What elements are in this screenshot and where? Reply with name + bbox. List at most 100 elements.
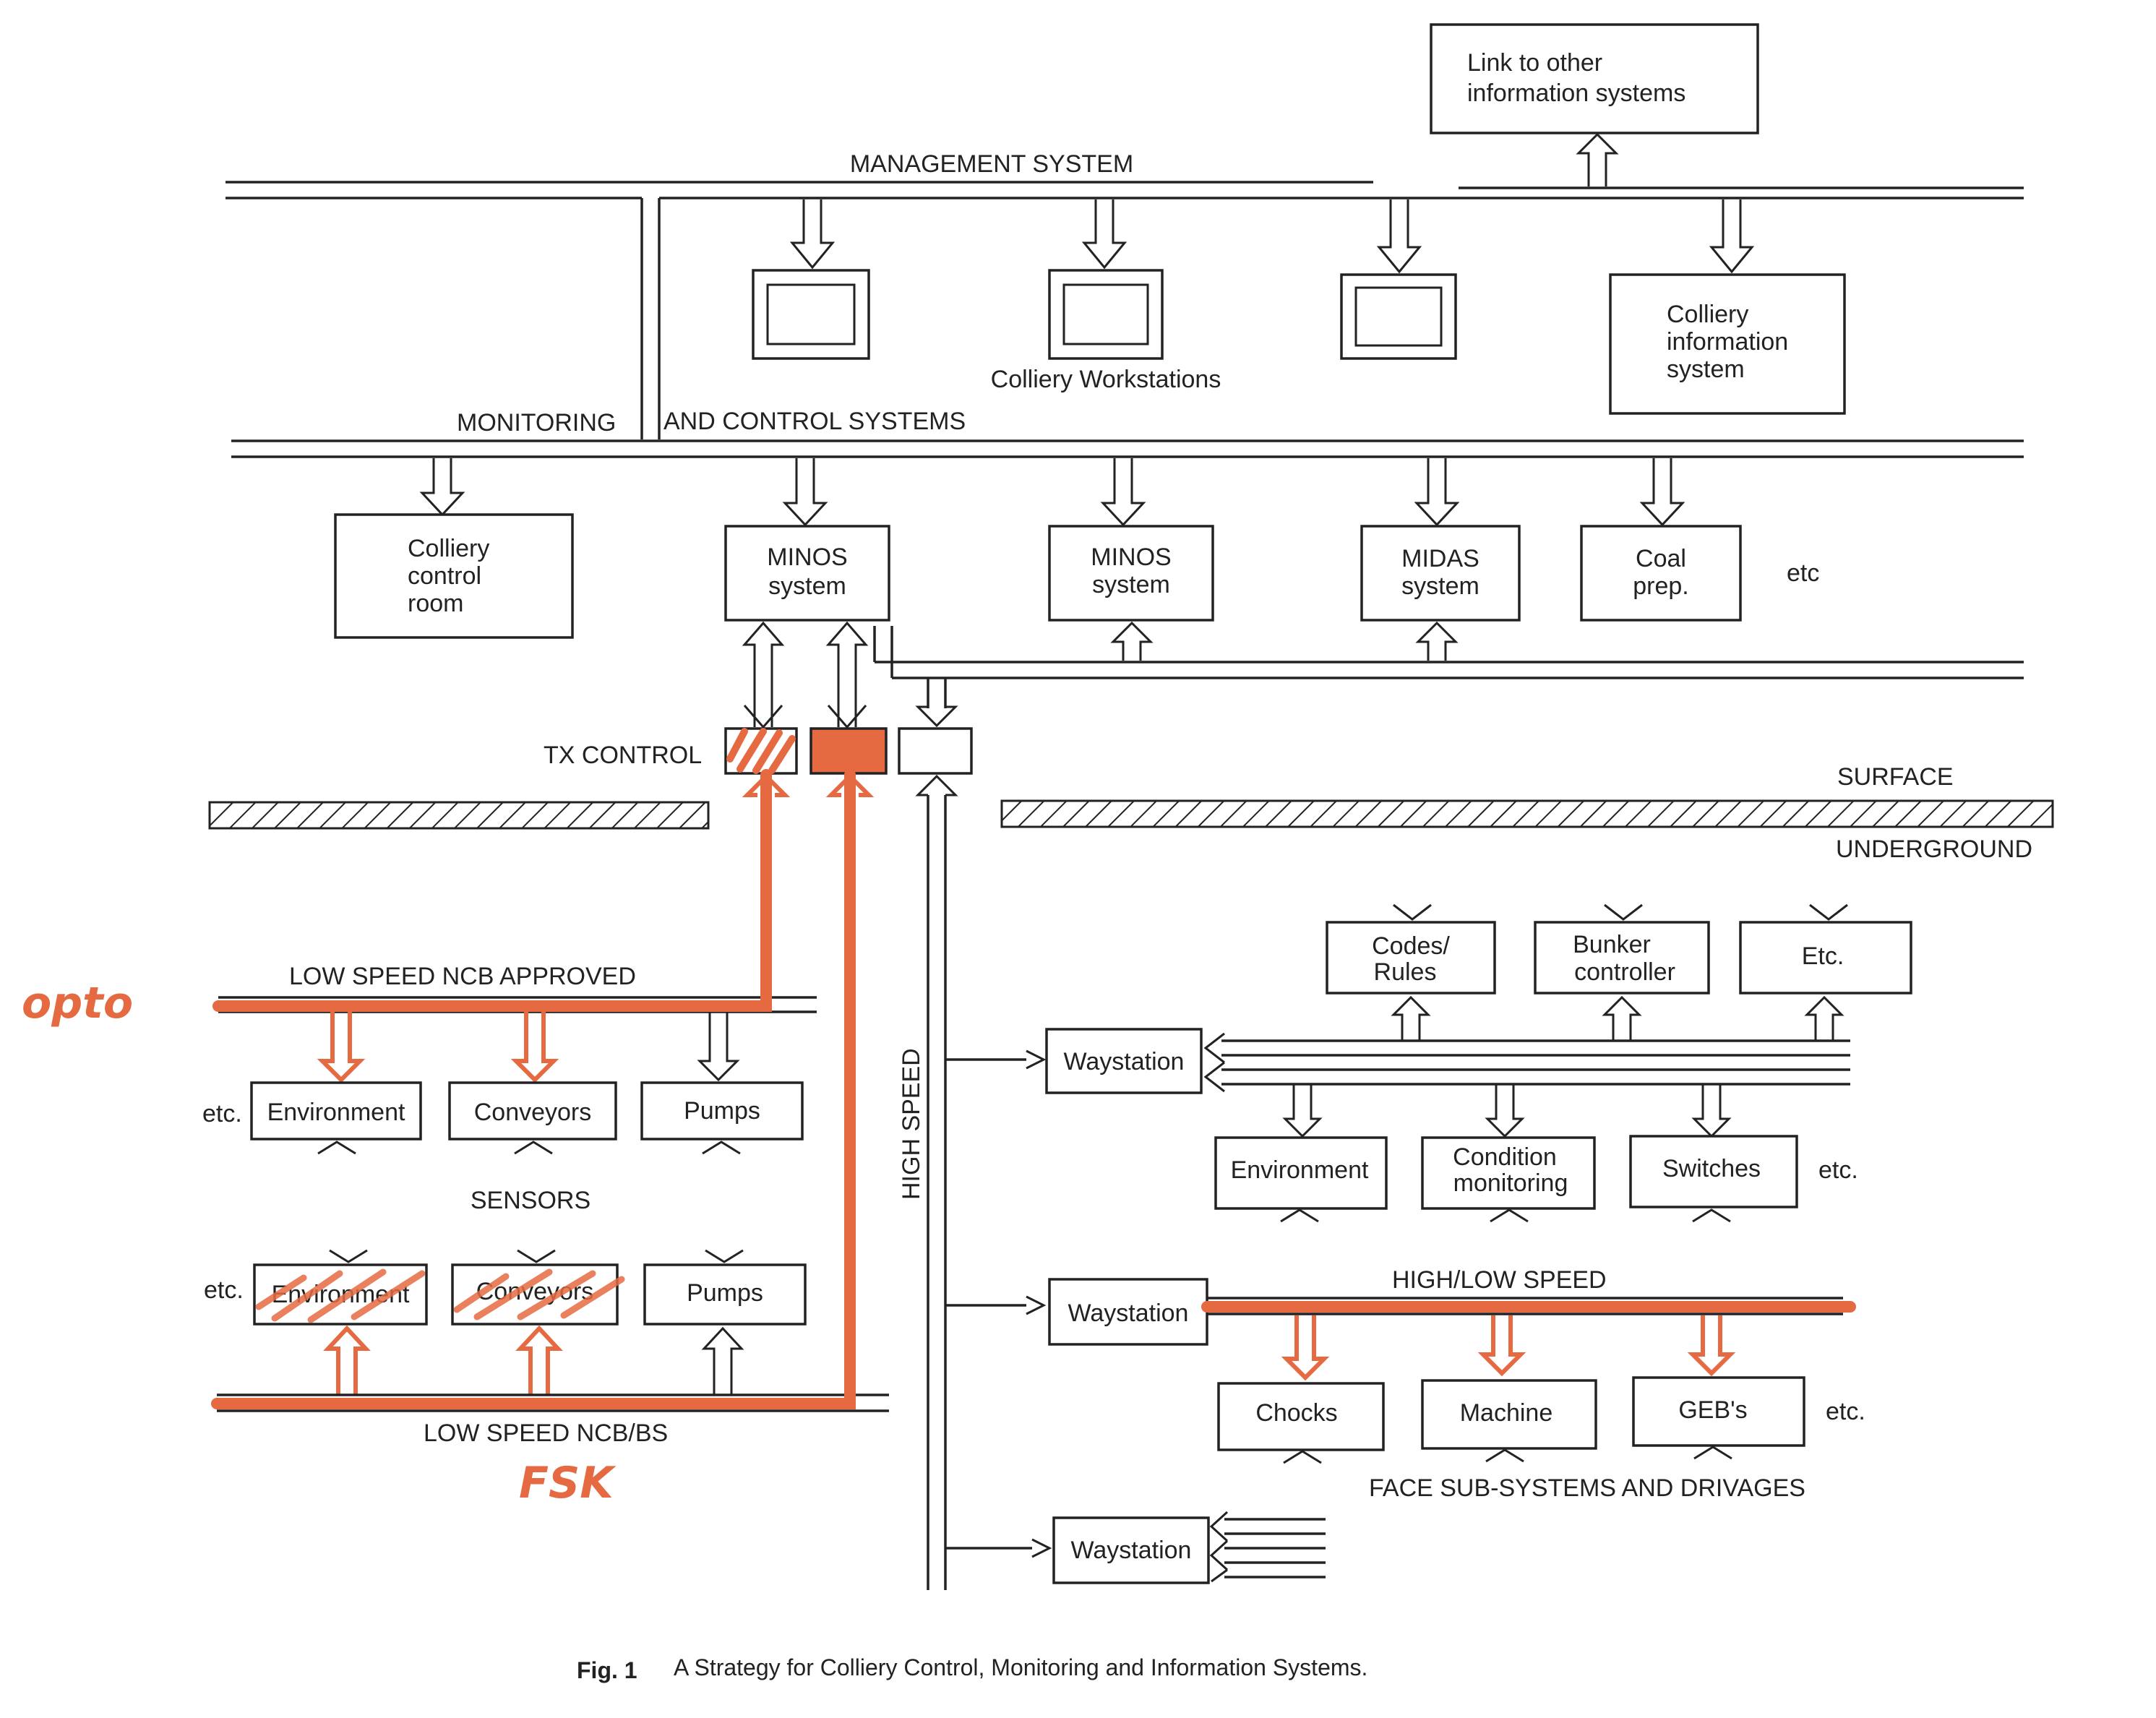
environment-right-text: Environment [1231, 1156, 1369, 1184]
sensors-label: SENSORS [471, 1187, 590, 1214]
link-up-arrow [1576, 132, 1619, 186]
waystation-1-text: Waystation [1064, 1048, 1185, 1075]
link-other-systems-box [1430, 23, 1759, 134]
workstation-1 [752, 269, 870, 360]
switches-box [1629, 1135, 1798, 1208]
minos2-line1: MINOS [1091, 544, 1171, 571]
waystation-1-box [1045, 1028, 1203, 1094]
bunker-line1: Bunker [1573, 931, 1651, 958]
pumps-lower-box [643, 1263, 807, 1326]
surface-divider-right [1000, 799, 2054, 828]
management-system-label: MANAGEMENT SYSTEM [850, 150, 1133, 178]
control-room-line3: room [408, 590, 463, 617]
face-ticks [1283, 1446, 1732, 1464]
etc-lower-label: etc. [204, 1276, 244, 1304]
minos-system-1-box [724, 525, 890, 622]
upper-right-ticks [1393, 903, 1848, 921]
midas-line2: system [1401, 572, 1479, 600]
coal-line1: Coal [1636, 545, 1686, 572]
minos1-line2: system [768, 572, 846, 600]
pumps-upper-box [640, 1081, 804, 1141]
figure-caption: A Strategy for Colliery Control, Monitor… [674, 1654, 1367, 1680]
machine-text: Machine [1460, 1399, 1553, 1427]
colliery-info-line2: information [1667, 328, 1788, 356]
workstation-3 [1340, 273, 1457, 360]
colliery-control-room-box [334, 513, 574, 639]
environment-right-box [1214, 1136, 1388, 1210]
switches-text: Switches [1662, 1155, 1761, 1182]
minos2-line2: system [1092, 571, 1170, 598]
waystation-3-outputs [1209, 1511, 1326, 1583]
gebs-text: GEB's [1678, 1396, 1747, 1424]
machine-box [1421, 1379, 1597, 1450]
and-control-systems-label: AND CONTROL SYSTEMS [663, 408, 966, 435]
waystation-3-box [1052, 1516, 1210, 1584]
link-other-line2: information systems [1467, 80, 1685, 107]
link-other-line1: Link to other [1467, 49, 1602, 77]
face-down-arrows [1281, 1315, 1736, 1381]
colliery-info-line1: Colliery [1667, 301, 1748, 328]
bunker-line2: controller [1574, 958, 1675, 986]
colliery-info-system-box [1609, 273, 1846, 415]
management-down-arrows [789, 199, 1755, 274]
tx-control-box-3 [898, 727, 973, 775]
etc-right-label: etc. [1818, 1156, 1858, 1184]
handwritten-fsk: FSK [519, 1458, 617, 1508]
minos-tx-links [742, 621, 869, 729]
low-speed-approved-orange [212, 769, 772, 1012]
etc-box-text: Etc. [1802, 942, 1844, 970]
chocks-box [1217, 1382, 1385, 1451]
codes-line1: Codes/ [1372, 932, 1450, 960]
conveyors-upper-text: Conveyors [474, 1099, 592, 1126]
control-room-line1: Colliery [408, 535, 489, 562]
management-bus [226, 181, 2024, 439]
high-speed-label: HIGH SPEED [898, 1048, 925, 1200]
condition-line1: Condition [1453, 1143, 1557, 1171]
approved-down-arrows [317, 1012, 740, 1083]
tx1-up-arrow [742, 773, 791, 797]
pumps-lower-text: Pumps [687, 1279, 763, 1307]
condition-line2: monitoring [1453, 1169, 1568, 1197]
surface-label: SURFACE [1837, 763, 1954, 791]
tx-control-label: TX CONTROL [544, 742, 702, 769]
low-speed-ncb-bs-label: LOW SPEED NCB/BS [424, 1420, 668, 1447]
coal-prep-box [1580, 525, 1742, 622]
upper-sensor-ticks [317, 1141, 741, 1155]
low-speed-bs-orange [211, 769, 856, 1409]
etc-top-label: etc [1787, 559, 1819, 587]
coal-line2: prep. [1633, 572, 1689, 600]
face-subsystems-label: FACE SUB-SYSTEMS AND DRIVAGES [1369, 1474, 1805, 1502]
lower-sensor-up-arrows [323, 1325, 744, 1395]
surface-divider-left [208, 801, 710, 830]
monitoring-label: MONITORING [457, 409, 616, 437]
etc-box [1739, 921, 1912, 995]
right-sensor-ticks [1280, 1208, 1731, 1223]
midas-line1: MIDAS [1401, 545, 1479, 572]
underground-label: UNDERGROUND [1836, 836, 2032, 863]
control-room-line2: control [408, 562, 481, 590]
waystation-3-text: Waystation [1071, 1537, 1192, 1564]
tx-control-box-2 [809, 727, 888, 775]
colliery-info-line3: system [1667, 356, 1745, 383]
colliery-workstations-label: Colliery Workstations [991, 366, 1221, 393]
etc-upper-label: etc. [202, 1100, 242, 1128]
lower-sensor-ticks [329, 1249, 744, 1263]
condition-monitoring-box [1421, 1136, 1596, 1210]
pumps-upper-text: Pumps [684, 1097, 760, 1125]
workstation-2 [1048, 269, 1164, 360]
control-down-arrows [419, 458, 1685, 527]
codes-line2: Rules [1374, 958, 1437, 986]
waystation-branches [945, 1049, 1052, 1558]
high-speed-trunk [915, 774, 958, 1590]
tx2-up-arrow [825, 773, 875, 797]
low-speed-ncb-approved-label: LOW SPEED NCB APPROVED [289, 963, 636, 990]
waystation-1-bus [1203, 995, 1850, 1138]
figure-number: Fig. 1 [577, 1657, 637, 1683]
bunker-controller-box [1534, 921, 1710, 995]
high-low-speed-label: HIGH/LOW SPEED [1392, 1266, 1607, 1294]
environment-upper-text: Environment [267, 1099, 405, 1126]
chocks-text: Chocks [1255, 1399, 1337, 1427]
codes-rules-box [1326, 921, 1496, 995]
etc-face-label: etc. [1826, 1398, 1865, 1425]
